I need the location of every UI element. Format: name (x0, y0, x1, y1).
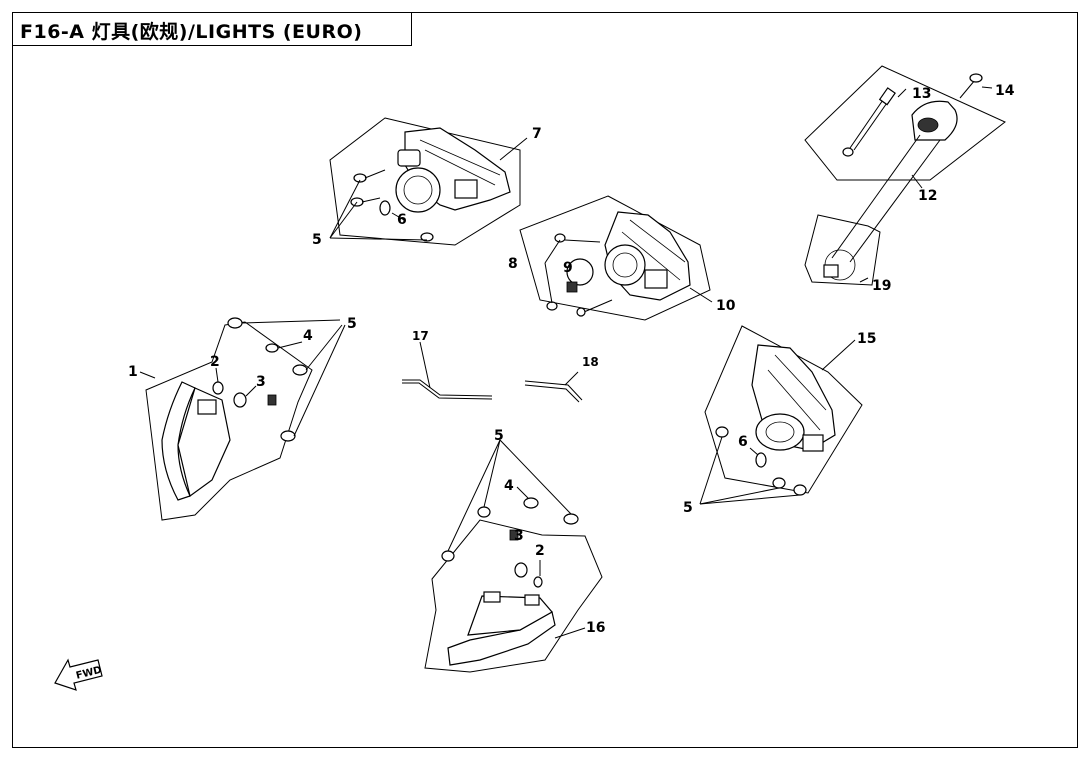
callout-13: 13 (912, 86, 931, 102)
callout-8: 8 (508, 256, 518, 272)
callout-2a: 2 (210, 354, 220, 370)
callout-9: 9 (563, 260, 573, 276)
callout-5a: 5 (312, 232, 322, 248)
callout-7: 7 (532, 126, 542, 142)
title-box: F16-A 灯具(欧规)/LIGHTS (EURO) (12, 12, 412, 46)
turn-signal-assembly-1 (139, 317, 346, 521)
page-title: F16-A 灯具(欧规)/LIGHTS (EURO) (20, 21, 363, 43)
turn-signal-assembly-16 (424, 439, 603, 673)
callout-18: 18 (582, 355, 599, 369)
bracket-18 (524, 371, 583, 403)
callout-5c: 5 (683, 500, 693, 516)
callout-6b: 6 (738, 434, 748, 450)
headlight-assembly-15 (699, 325, 863, 505)
headlight-assembly-7 (329, 117, 528, 246)
diagram-frame (12, 12, 1078, 748)
rear-lamp-assembly-12 (804, 65, 1006, 286)
headlight-assembly-10 (519, 195, 713, 321)
callout-14: 14 (995, 83, 1015, 99)
callout-16: 16 (586, 620, 605, 636)
callout-6a: 6 (397, 212, 407, 228)
callout-4b: 4 (504, 478, 514, 494)
callout-19: 19 (872, 278, 891, 294)
fwd-arrow-icon: FWD (54, 658, 103, 691)
callout-4a: 4 (303, 328, 313, 344)
callout-1: 1 (128, 364, 138, 380)
callout-2b: 2 (535, 543, 545, 559)
callout-10: 10 (716, 298, 736, 314)
wire-harness-17 (402, 341, 493, 400)
callout-3b: 3 (514, 528, 524, 544)
callout-12: 12 (918, 188, 937, 204)
callout-15: 15 (857, 331, 876, 347)
callout-5d: 5 (494, 428, 504, 444)
callout-17: 17 (412, 329, 429, 343)
callout-5b: 5 (347, 316, 357, 332)
callout-3a: 3 (256, 374, 266, 390)
